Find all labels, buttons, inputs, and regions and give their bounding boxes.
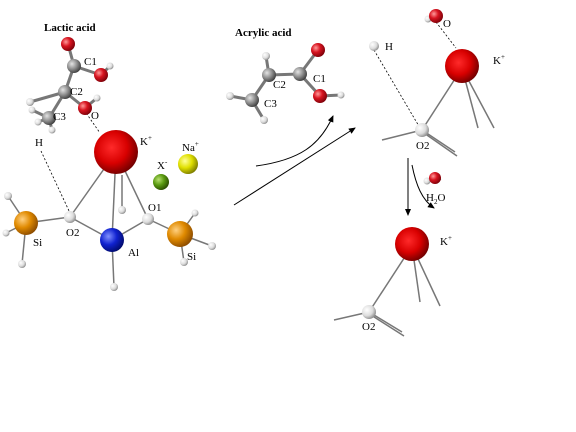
top-o2-atom bbox=[415, 123, 429, 137]
zeolite-cluster: K+ Na+ X- O1 O2 Al Si Si bbox=[2, 130, 216, 291]
bottom-o2-label: O2 bbox=[362, 321, 375, 333]
lactic-o-label: O bbox=[91, 110, 99, 122]
si-left-atom bbox=[14, 211, 38, 235]
o2-label: O2 bbox=[66, 227, 79, 239]
bottom-k-label: K+ bbox=[440, 234, 452, 248]
si-right-label: Si bbox=[187, 251, 196, 263]
top-oxygen-atom bbox=[429, 9, 443, 23]
si-right-atom bbox=[167, 221, 193, 247]
halide-label: X- bbox=[157, 158, 168, 172]
o1-atom bbox=[142, 213, 154, 225]
product-release-arrow bbox=[255, 115, 334, 167]
acrylic-acid-title: Acrylic acid bbox=[235, 27, 292, 39]
bottom-potassium-atom bbox=[395, 227, 429, 261]
top-o-label: O bbox=[443, 18, 451, 30]
top-k-label: K+ bbox=[493, 53, 505, 67]
water-molecule: H2O bbox=[423, 172, 445, 206]
acrylic-c3-atom bbox=[245, 93, 259, 107]
lactic-c2-atom bbox=[58, 85, 72, 99]
acrylic-acid-molecule: Acrylic acid C1 C2 C3 bbox=[226, 27, 345, 124]
lactic-c1-label: C1 bbox=[84, 56, 97, 68]
halide-x-atom bbox=[153, 174, 169, 190]
lactic-hydroxyl-oxygen bbox=[78, 101, 92, 115]
main-reaction-arrow bbox=[233, 127, 356, 206]
potassium-atom bbox=[94, 130, 138, 174]
acrylic-c1-atom bbox=[293, 67, 307, 81]
water-release-arrow bbox=[411, 164, 435, 209]
lactic-carbonyl-oxygen bbox=[61, 37, 75, 51]
aluminum-atom bbox=[100, 228, 124, 252]
lactic-c3-atom bbox=[42, 111, 56, 125]
lactic-c2-label: C2 bbox=[70, 86, 83, 98]
product-intermediate-top: H O K+ O2 bbox=[369, 9, 505, 157]
o2-atom bbox=[64, 211, 76, 223]
lactic-c3-label: C3 bbox=[53, 111, 66, 123]
sodium-atom bbox=[178, 154, 198, 174]
top-h-label: H bbox=[385, 41, 393, 53]
product-final-bottom: K+ O2 bbox=[333, 227, 452, 337]
si-left-label: Si bbox=[33, 237, 42, 249]
top-hydrogen-atom bbox=[369, 41, 379, 51]
acrylic-c2-label: C2 bbox=[273, 79, 286, 91]
lactic-acid-title: Lactic acid bbox=[44, 22, 96, 34]
lactic-h-label: H bbox=[35, 137, 43, 149]
bottom-o2-atom bbox=[362, 305, 376, 319]
reaction-arrows bbox=[233, 115, 435, 216]
top-o2-label: O2 bbox=[416, 140, 429, 152]
acrylic-c1-label: C1 bbox=[313, 73, 326, 85]
lactic-acid-molecule: Lactic acid C1 C2 C3 bbox=[26, 22, 114, 149]
zeolite-k-label: K+ bbox=[140, 134, 152, 148]
al-label: Al bbox=[128, 247, 139, 259]
sodium-label: Na+ bbox=[182, 140, 199, 154]
water-label: H2O bbox=[426, 192, 445, 206]
top-potassium-atom bbox=[445, 49, 479, 83]
o1-label: O1 bbox=[148, 202, 161, 214]
lactic-c1-atom bbox=[67, 59, 81, 73]
acrylic-c2-atom bbox=[262, 68, 276, 82]
acrylic-c3-label: C3 bbox=[264, 98, 277, 110]
